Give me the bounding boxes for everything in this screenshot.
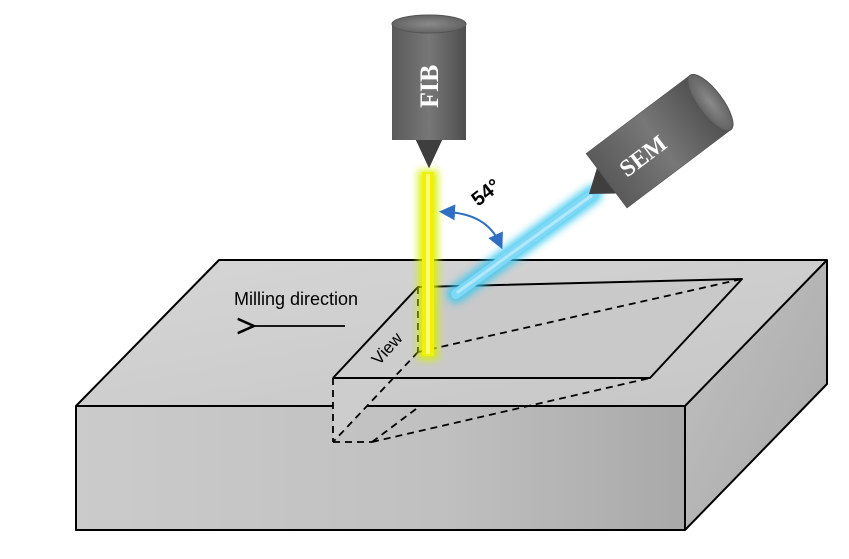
fib-label: FIB: [415, 65, 444, 108]
sem-beam: [447, 185, 602, 303]
trench-outline: [332, 278, 743, 379]
view-face: [333, 287, 418, 442]
block-side-face: [685, 260, 827, 530]
milling-direction-label: Milling direction: [234, 289, 358, 309]
milling-direction: Milling direction: [234, 289, 358, 326]
ion-column-icon: FIB: [391, 14, 467, 168]
double-arrow-arc-icon: [439, 204, 503, 250]
block-front-face: [76, 406, 685, 530]
angle-annotation: 54°: [439, 175, 505, 250]
fib-beam: [418, 170, 438, 360]
electron-column-icon: SEM: [585, 73, 734, 209]
angle-label: 54°: [468, 175, 505, 211]
